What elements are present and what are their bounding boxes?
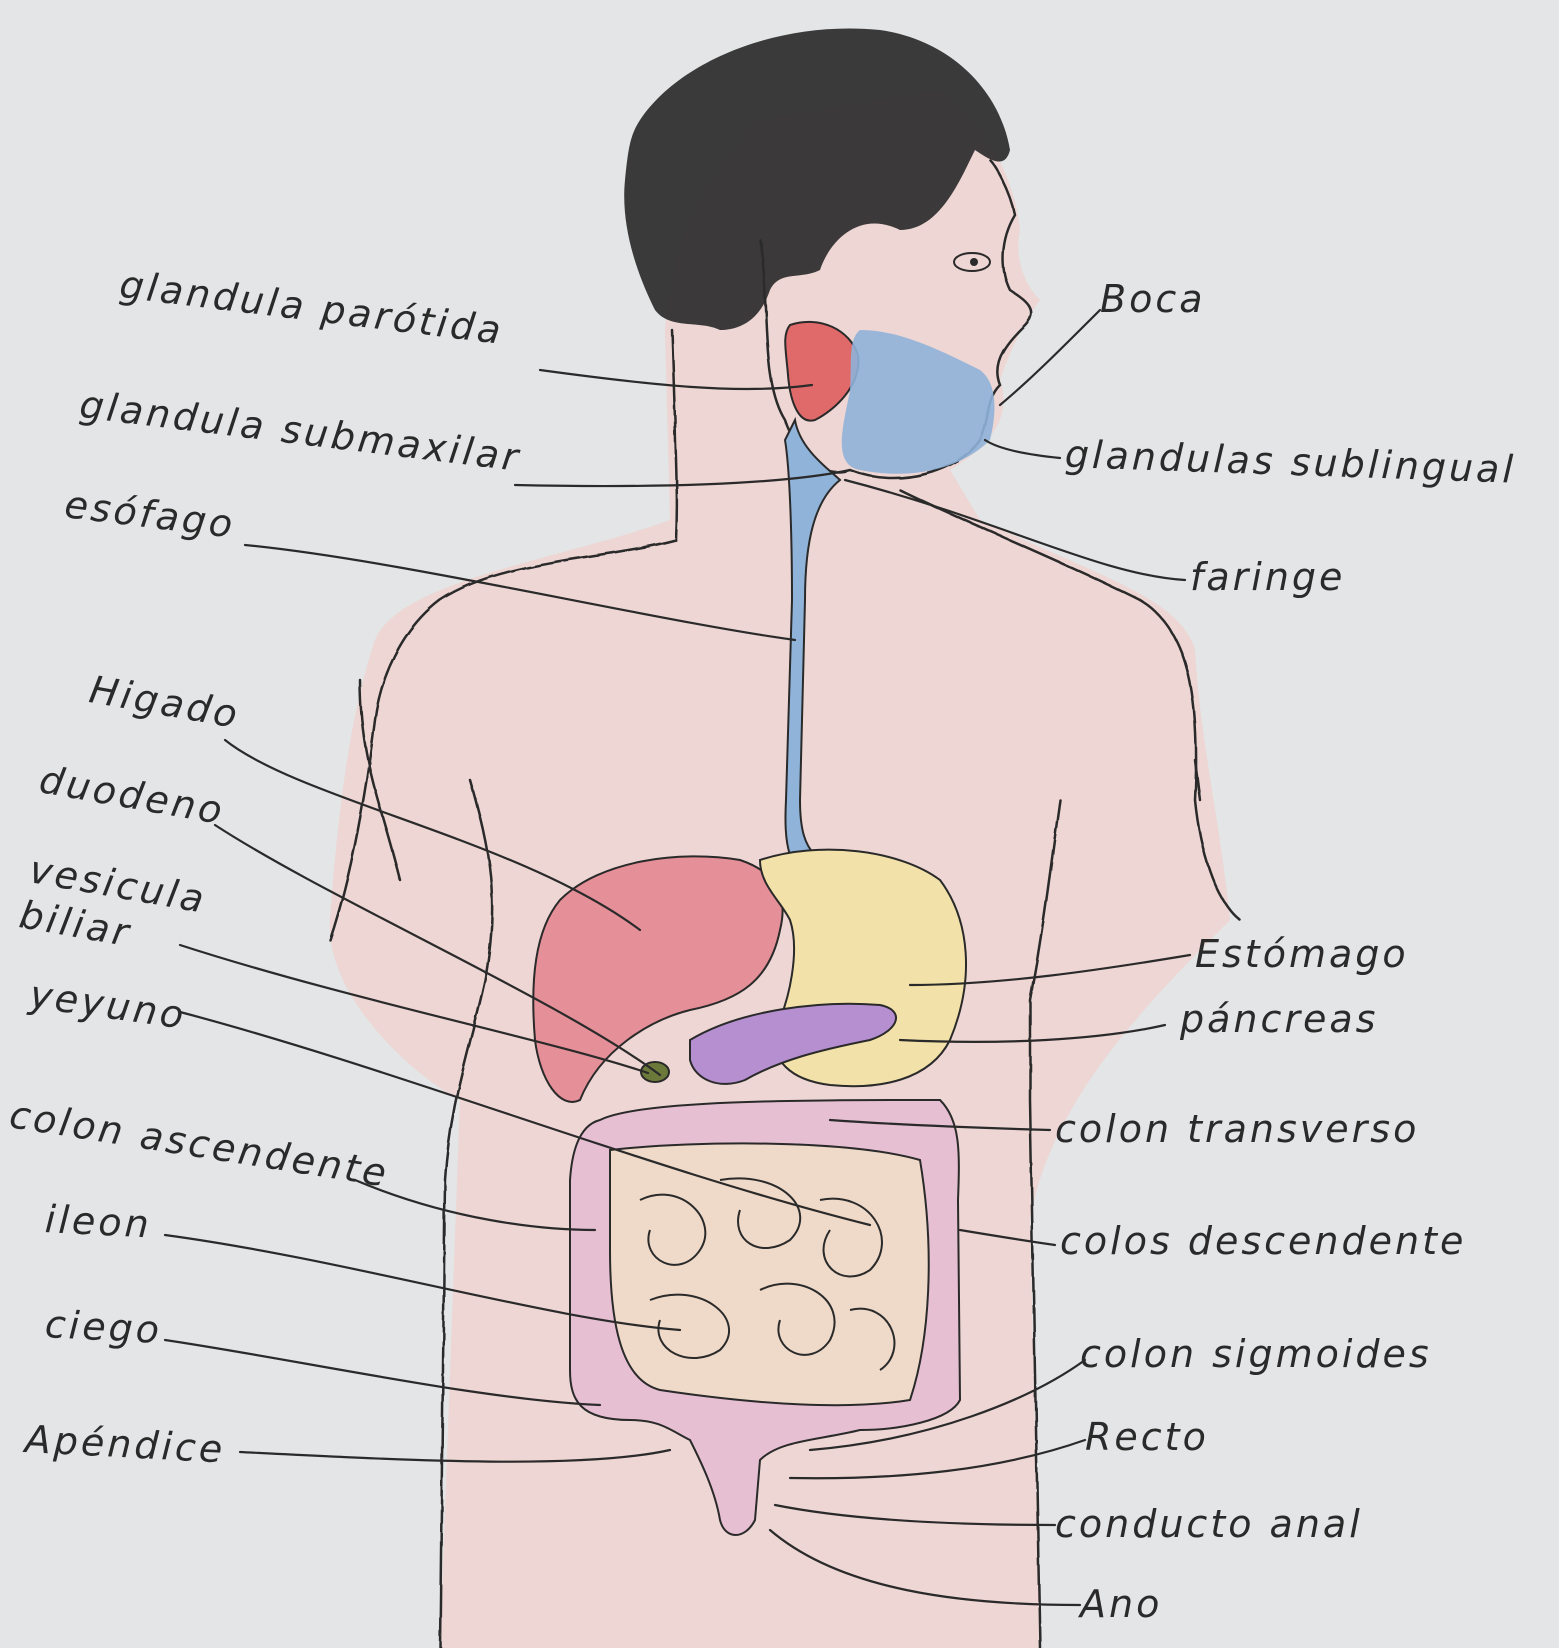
label-ciego: ciego <box>44 1305 163 1349</box>
label-conducto-anal: conducto anal <box>1055 1505 1363 1543</box>
label-ileon: ileon <box>44 1200 153 1244</box>
leader-sublingual <box>985 440 1060 458</box>
label-colon-sigmoides: colon sigmoides <box>1080 1335 1432 1373</box>
label-faringe: faringe <box>1190 558 1345 596</box>
label-colon-descendente: colos descendente <box>1060 1222 1466 1260</box>
label-ano: Ano <box>1080 1585 1162 1623</box>
label-recto: Recto <box>1085 1418 1209 1456</box>
label-boca: Boca <box>1100 280 1206 318</box>
label-estomago: Estómago <box>1195 935 1409 973</box>
pupil <box>970 258 978 266</box>
label-colon-transverso: colon transverso <box>1055 1110 1419 1148</box>
label-apendice: Apéndice <box>24 1420 226 1468</box>
label-pancreas: páncreas <box>1180 1000 1378 1038</box>
